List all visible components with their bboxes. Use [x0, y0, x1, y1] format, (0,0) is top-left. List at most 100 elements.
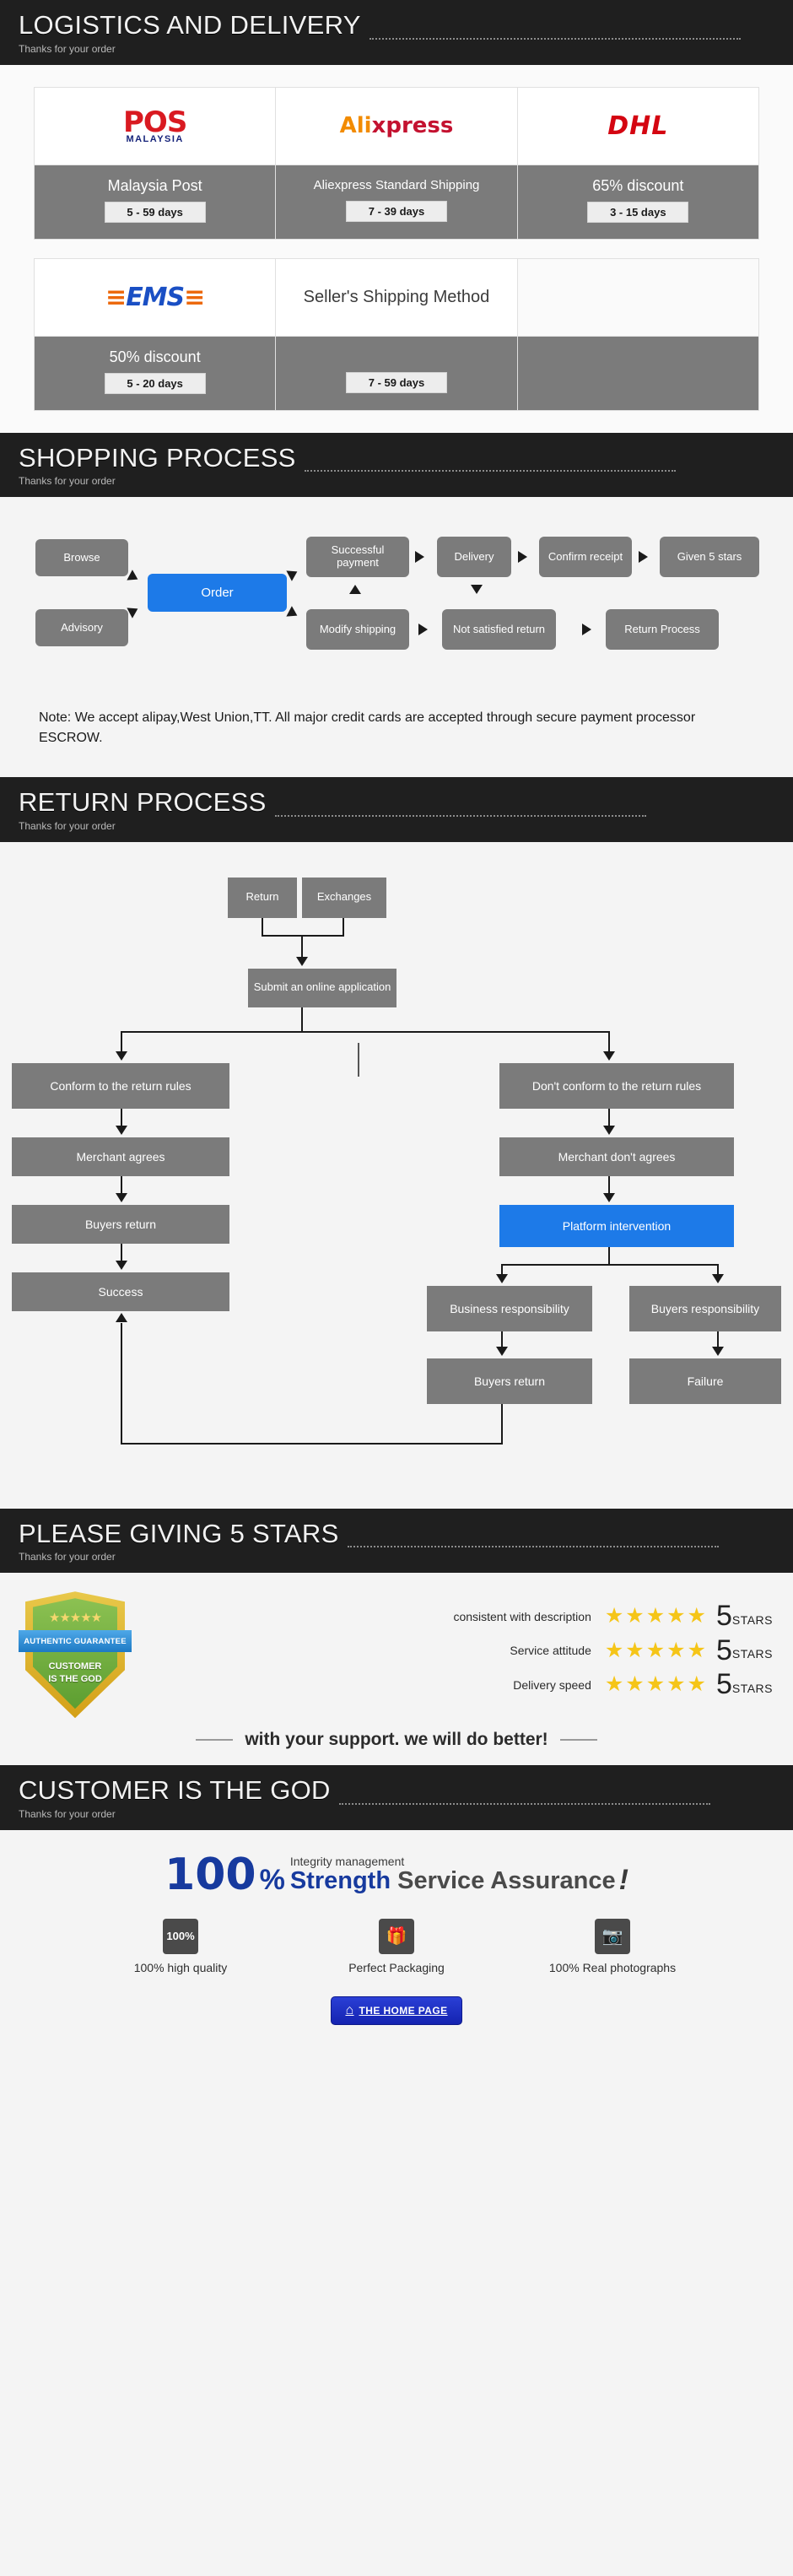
- flow-node-label: Not satisfied return: [452, 622, 546, 635]
- flow-node-not-satisfied-return: Not satisfied return: [442, 609, 556, 651]
- return-process-flowchart: Return Exchanges Submit an online applic…: [0, 841, 793, 1509]
- connector-loop-down: [501, 1403, 503, 1445]
- arrow-to-buyers-return-right-icon: [496, 1346, 508, 1356]
- malaysia-post-info-cell: Malaysia Post 5 - 59 days: [33, 164, 277, 240]
- rating-row-consistent: consistent with description ★★★★★ 5 STAR…: [143, 1600, 793, 1633]
- connector-return-down: [262, 917, 263, 937]
- connector-business-to-return: [501, 1331, 503, 1350]
- payment-note: Note: We accept alipay,West Union,TT. Al…: [39, 710, 696, 746]
- rating-score: 5: [715, 1600, 732, 1633]
- flow-node-merchant-agrees: Merchant agrees: [12, 1137, 229, 1176]
- banner-heading-row: CUSTOMER IS THE GOD: [19, 1777, 793, 1805]
- flow-node-label: Buyers responsibility: [650, 1301, 760, 1315]
- aliexpress-logo-main: Ali: [339, 113, 372, 139]
- arrow-delivery-to-notsatisfied-icon: [471, 585, 483, 595]
- arrow-to-dontconform-icon: [603, 1050, 615, 1061]
- aliexpress-logo-sub: xpress: [371, 113, 454, 139]
- flow-node-label: Platform intervention: [562, 1218, 672, 1233]
- aliexpress-logo-cell: Alixpress: [275, 86, 518, 165]
- banner-dotted-rule: [369, 30, 741, 40]
- arrow-order-to-payment-icon: [286, 566, 300, 581]
- pos-malaysia-logo: POS MALAYSIA: [40, 108, 270, 144]
- banner-dotted-rule: [304, 462, 676, 473]
- rating-label: consistent with description: [453, 1609, 591, 1623]
- banner-heading-row: RETURN PROCESS: [19, 789, 793, 817]
- connector-middle-stub: [358, 1042, 359, 1077]
- connector-platform-down: [608, 1246, 610, 1266]
- rating-unit: STARS: [731, 1612, 773, 1627]
- flow-node-label: Business responsibility: [450, 1301, 569, 1315]
- banner-heading-row: LOGISTICS AND DELIVERY: [19, 11, 793, 40]
- feature-high-quality: 100% 100% high quality: [100, 1918, 261, 1974]
- connector-buyersresp-to-failure: [717, 1331, 719, 1350]
- support-message: with your support. we will do better!: [245, 1730, 548, 1750]
- flow-node-label: Advisory: [61, 620, 103, 634]
- delivery-days-badge: 7 - 39 days: [345, 200, 447, 222]
- connector-buyersreturn-down: [121, 1243, 122, 1264]
- ems-logo-accent-right: ≡: [184, 282, 205, 312]
- flow-node-label: Confirm receipt: [548, 549, 623, 563]
- arrow-to-merchant-agrees-icon: [116, 1125, 127, 1135]
- rating-stars-icon: ★★★★★: [604, 1672, 708, 1697]
- connector-loop-horizontal: [121, 1442, 503, 1445]
- percent-100-icon: 100%: [163, 1918, 198, 1954]
- arrow-modify-to-notsatisfied-icon: [418, 624, 428, 636]
- flow-node-label: Modify shipping: [319, 622, 396, 635]
- banner-subtitle: Thanks for your order: [19, 1551, 116, 1563]
- banner-subtitle: Thanks for your order: [19, 819, 116, 832]
- flow-node-given-5-stars: Given 5 stars: [660, 537, 759, 578]
- rating-row-service-attitude: Service attitude ★★★★★ 5 STARS: [143, 1636, 793, 1665]
- feature-label: 100% Real photographs: [548, 1960, 677, 1974]
- table-row: POS MALAYSIA Alixpress DHL: [33, 86, 760, 165]
- shield-stars: ★★★★★: [48, 1611, 102, 1626]
- arrow-delivery-to-confirm-icon: [518, 551, 527, 564]
- ratings-inner: ★★★★★ AUTHENTIC GUARANTEE CUSTOMER IS TH…: [0, 1591, 793, 1719]
- product-description-page: LOGISTICS AND DELIVERY Thanks for your o…: [0, 0, 793, 2025]
- rating-row-delivery-speed: Delivery speed ★★★★★ 5 STARS: [143, 1671, 793, 1699]
- camera-icon-glyph: 📷: [601, 1927, 623, 1947]
- feature-perfect-packaging: 🎁 Perfect Packaging: [316, 1918, 477, 1974]
- connector-merchantagrees-down: [121, 1175, 122, 1196]
- arrow-payment-to-delivery-icon: [415, 551, 424, 564]
- flow-node-confirm-receipt: Confirm receipt: [539, 537, 632, 578]
- connector-merge-horizontal: [262, 934, 344, 937]
- connector-buyersresp-down: [717, 1263, 719, 1277]
- dhl-logo-cell: DHL: [516, 86, 760, 165]
- feature-list: 100% 100% high quality 🎁 Perfect Packagi…: [0, 1918, 793, 1974]
- shipping-methods-section: POS MALAYSIA Alixpress DHL Malaysia Post…: [0, 64, 793, 433]
- home-icon: ⌂: [345, 2002, 354, 2017]
- arrow-to-buyers-responsibility-icon: [712, 1273, 724, 1283]
- camera-icon: 📷: [595, 1918, 630, 1954]
- arrow-to-submit-icon: [296, 956, 308, 966]
- rating-label: Service attitude: [510, 1644, 591, 1658]
- aliexpress-info-cell: Aliexpress Standard Shipping 7 - 39 days: [275, 164, 518, 240]
- flow-node-conform-return-rules: Conform to the return rules: [12, 1062, 229, 1109]
- promo-exclamation: !: [618, 1864, 628, 1897]
- flow-node-order: Order: [148, 574, 287, 613]
- arrow-notsatisfied-to-returnprocess-icon: [582, 624, 591, 636]
- rating-stars-icon: ★★★★★: [604, 1638, 708, 1662]
- flow-node-business-responsibility: Business responsibility: [427, 1285, 592, 1331]
- section-banner-stars: PLEASE GIVING 5 STARS Thanks for your or…: [0, 1508, 793, 1574]
- flow-node-exchanges: Exchanges: [302, 877, 386, 918]
- home-page-button[interactable]: ⌂ THE HOME PAGE: [331, 1995, 462, 2025]
- promo-headline: 100 % Integrity management Strength Serv…: [0, 1852, 793, 1897]
- badge-text: CUSTOMER IS THE GOD: [25, 1661, 125, 1686]
- connector-split-horizontal: [121, 1030, 610, 1033]
- ems-logo-accent: ≡: [105, 282, 127, 312]
- support-dash-right: [559, 1739, 597, 1742]
- badge-text-line2: IS THE GOD: [48, 1674, 102, 1685]
- ems-info-cell: 50% discount 5 - 20 days: [33, 335, 277, 411]
- banner-heading-row: SHOPPING PROCESS: [19, 444, 793, 473]
- flow-node-success: Success: [12, 1272, 229, 1311]
- page-title: CUSTOMER IS THE GOD: [19, 1775, 331, 1806]
- connector-platform-split: [501, 1263, 719, 1266]
- rating-stars-icon: ★★★★★: [604, 1604, 708, 1628]
- dhl-logo: DHL: [607, 111, 669, 141]
- flow-node-label: Buyers return: [473, 1374, 546, 1388]
- flow-node-label: Conform to the return rules: [50, 1078, 192, 1093]
- arrow-advisory-to-order-icon: [127, 603, 141, 618]
- table-row: Malaysia Post 5 - 59 days Aliexpress Sta…: [33, 164, 760, 240]
- arrow-to-failure-icon: [712, 1346, 724, 1356]
- flow-node-submit-online-application: Submit an online application: [248, 968, 396, 1007]
